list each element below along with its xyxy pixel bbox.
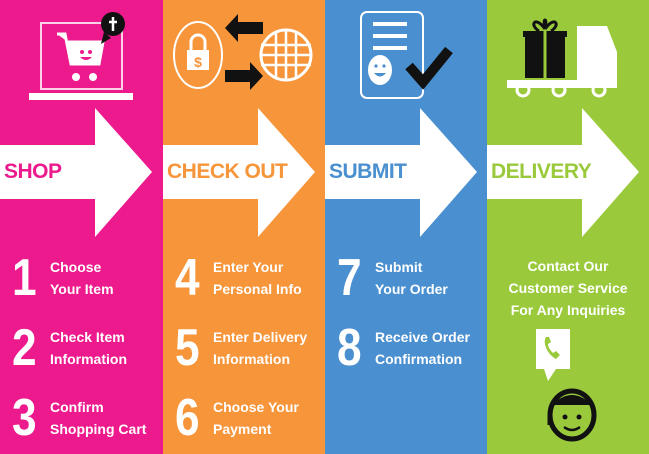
contact-text: Contact Our Customer Service For Any Inq…: [487, 255, 649, 321]
step-number: 3: [12, 389, 37, 447]
svg-text:$: $: [194, 54, 202, 70]
laptop-cart-icon: [29, 12, 133, 100]
step-text: Confirmation: [375, 351, 463, 367]
checkout-arrow: CHECK OUT: [163, 105, 325, 240]
step-text: Information: [213, 351, 290, 367]
step-text: Shopping Cart: [50, 421, 147, 437]
step-text: Your Item: [50, 281, 114, 297]
contact-line: Customer Service: [508, 280, 628, 296]
step-text: Personal Info: [213, 281, 302, 297]
step-text: Enter Your: [213, 259, 284, 275]
document-check-icon: [360, 11, 453, 99]
delivery-arrow: DELIVERY: [487, 105, 649, 240]
delivery-column: DELIVERY Contact Our Customer Service Fo…: [487, 0, 649, 454]
step-text: Information: [50, 351, 127, 367]
arrow-label: DELIVERY: [491, 160, 592, 183]
step-text: Choose: [50, 259, 102, 275]
step-number: 2: [12, 319, 37, 377]
step-text: Receive Order: [375, 329, 470, 345]
arrow-label: SUBMIT: [329, 160, 407, 183]
delivery-truck-icon: [507, 18, 617, 98]
arrow-label: CHECK OUT: [167, 160, 288, 183]
shop-arrow: SHOP: [0, 105, 162, 240]
arrow-label: SHOP: [4, 160, 62, 183]
contact-line: Contact Our: [527, 258, 609, 274]
step-number: 8: [337, 319, 362, 377]
step-text: Submit: [375, 259, 423, 275]
customer-service-icon: [536, 329, 597, 442]
step-number: 7: [337, 249, 362, 307]
step-number: 1: [12, 249, 37, 307]
step-text: Choose Your: [213, 399, 299, 415]
step-text: Check Item: [50, 329, 125, 345]
step-text: Your Order: [375, 281, 448, 297]
submit-arrow: SUBMIT: [325, 105, 487, 240]
step-number: 5: [175, 319, 200, 377]
step-text: Payment: [213, 421, 272, 437]
step-number: 6: [175, 389, 200, 447]
step-text: Confirm: [50, 399, 104, 415]
step-number: 4: [175, 249, 200, 307]
contact-line: For Any Inquiries: [510, 302, 626, 318]
step-text: Enter Delivery: [213, 329, 308, 345]
secure-payment-icon: $: [173, 14, 313, 90]
